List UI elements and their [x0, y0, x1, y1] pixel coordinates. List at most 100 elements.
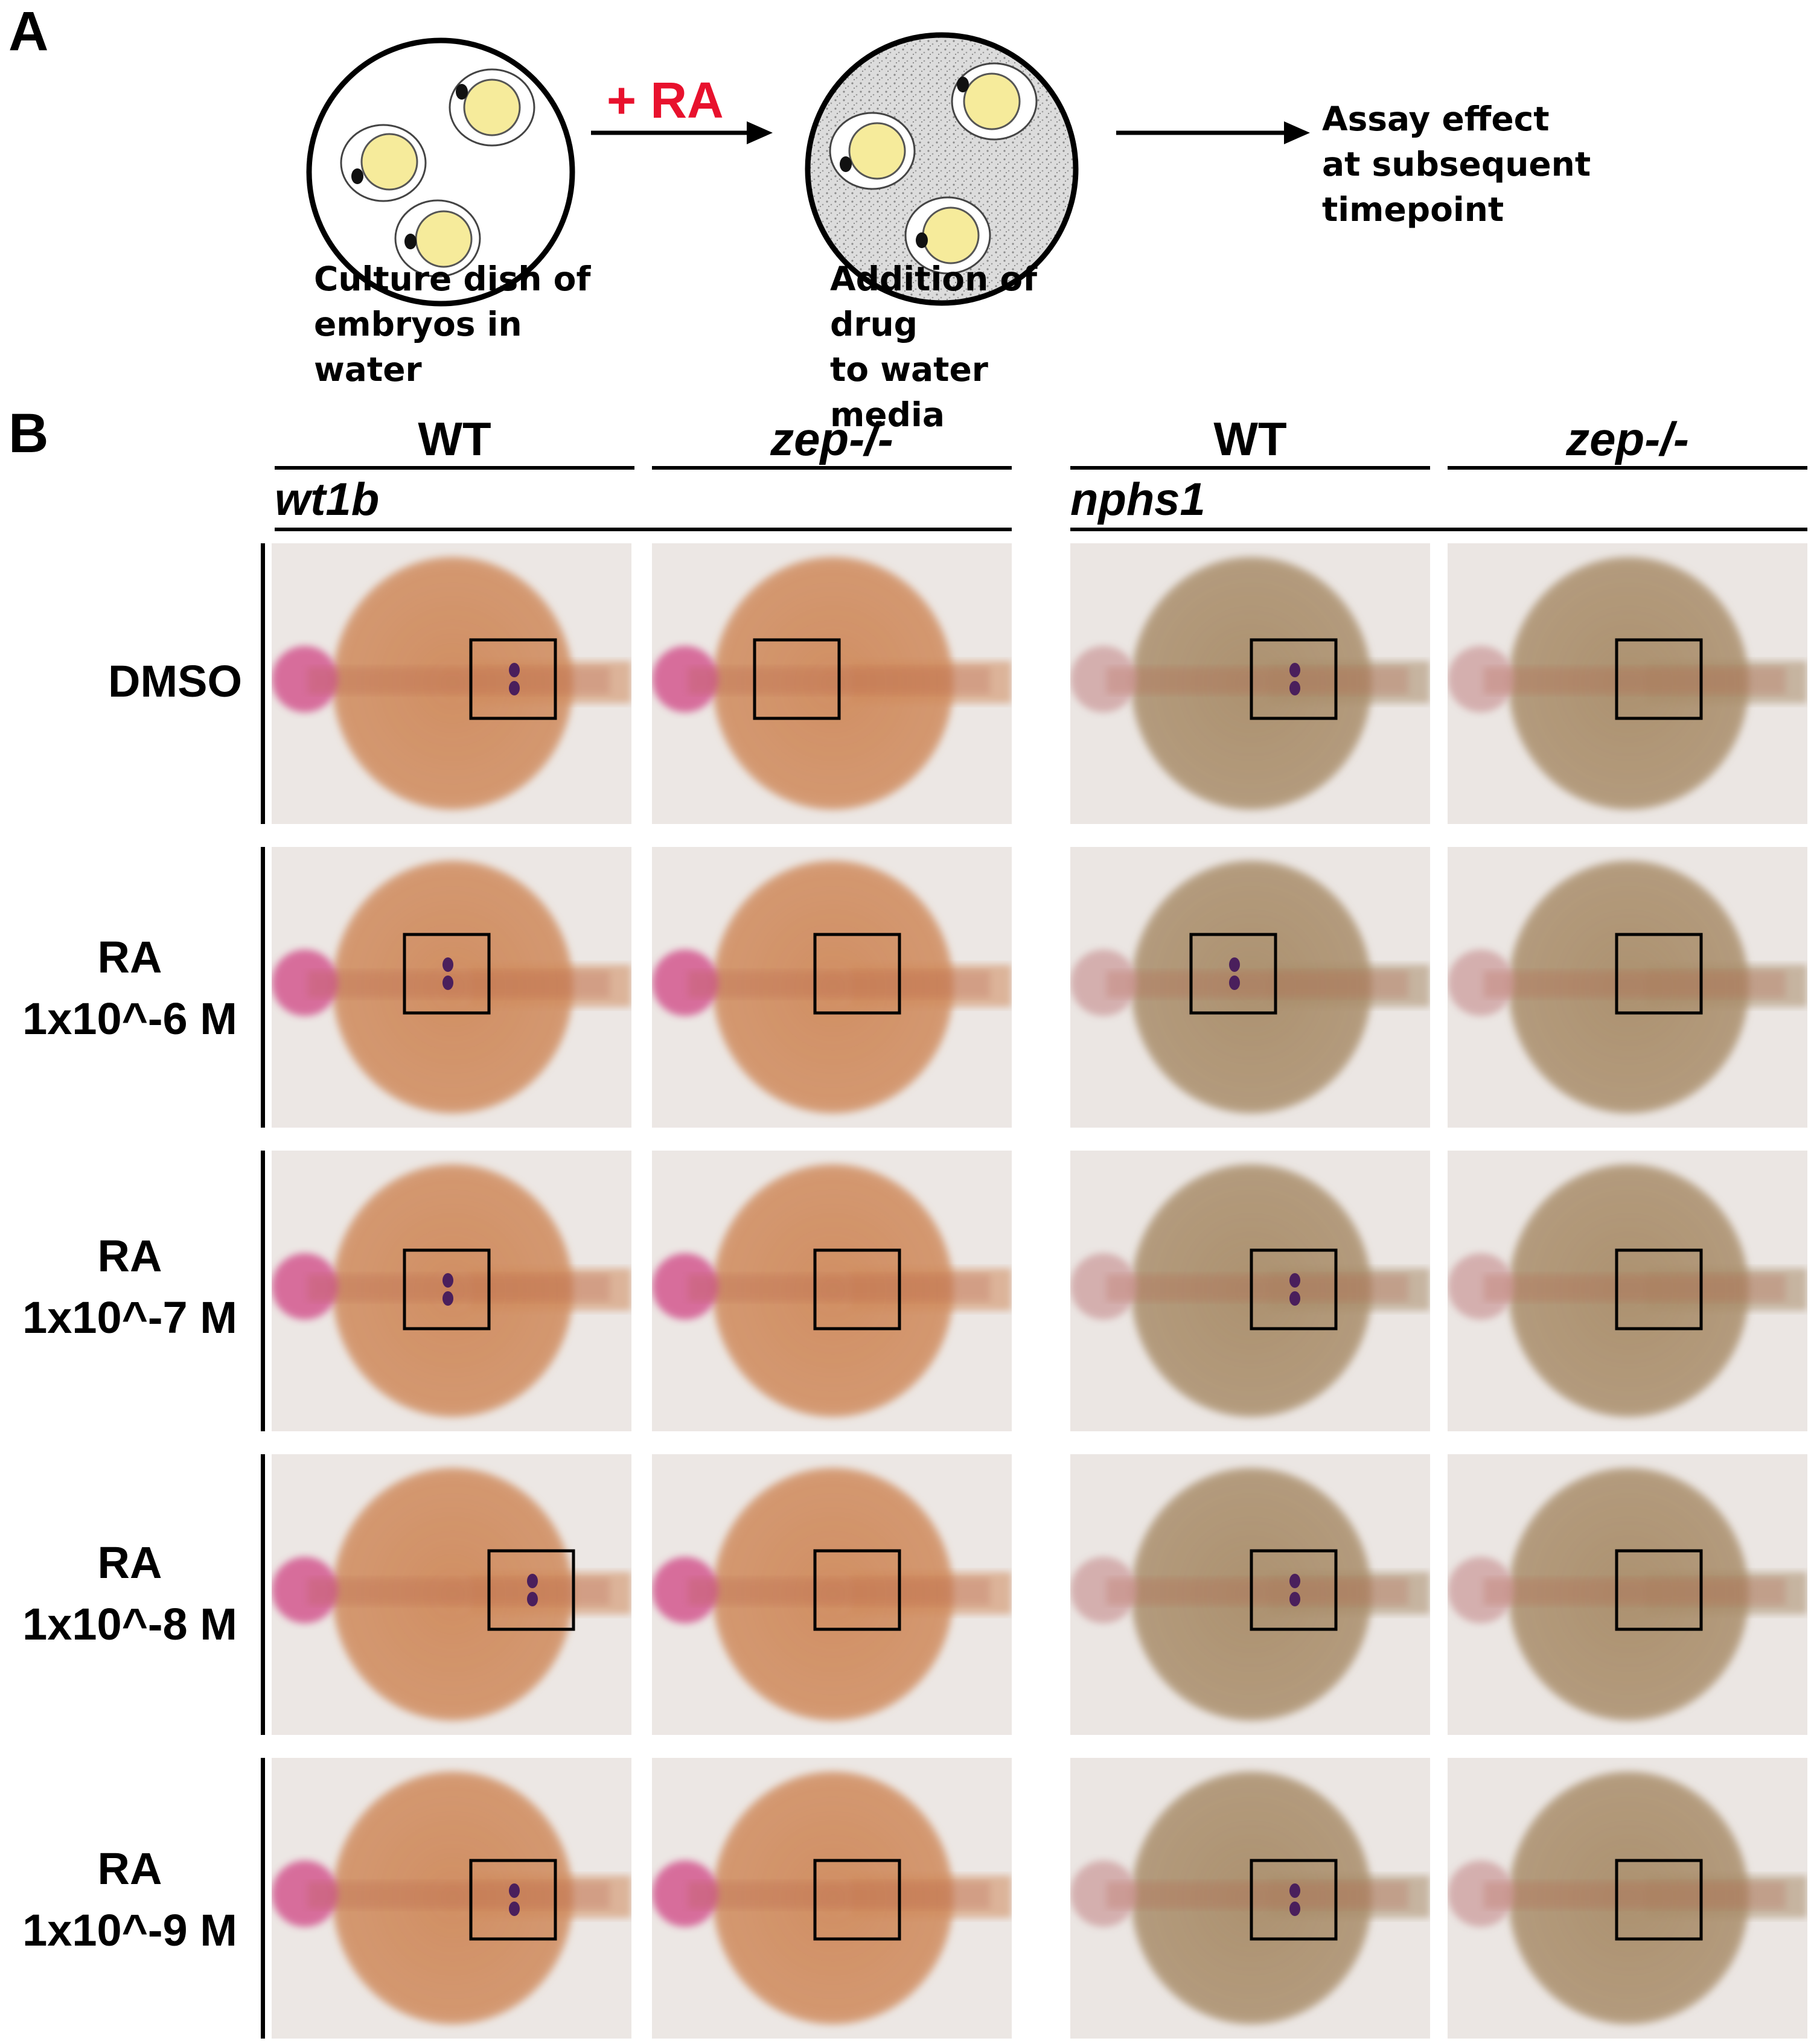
probe-divider	[275, 528, 1012, 531]
region-of-interest-box	[813, 1248, 901, 1330]
region-of-interest-box	[1615, 1859, 1703, 1941]
region-of-interest-box	[1250, 1549, 1338, 1631]
stain-signal	[1289, 1883, 1300, 1916]
stain-signal	[1289, 1574, 1300, 1606]
region-of-interest-box	[1615, 1549, 1703, 1631]
row-label-line: 1x10^-7 M	[22, 1292, 237, 1343]
region-of-interest-box	[813, 1859, 901, 1941]
row-label-ra-1e-8: RA 1x10^-8 M	[3, 1532, 257, 1655]
column-header-wt: WT	[1213, 412, 1287, 465]
column-header-zep: zep-/-	[1566, 412, 1689, 465]
row-label-ra-1e-9: RA 1x10^-9 M	[3, 1838, 257, 1961]
embryo-icon	[904, 196, 991, 275]
row-label-line: 1x10^-9 M	[22, 1905, 237, 1955]
culture-dish-illustration	[306, 37, 575, 307]
embryo-micrograph	[652, 543, 1012, 824]
row-bar	[261, 543, 265, 824]
row-label-ra-1e-6: RA 1x10^-6 M	[3, 927, 257, 1050]
caption-line: Culture dish of	[314, 260, 591, 298]
region-of-interest-box	[753, 638, 841, 720]
embryo-micrograph	[272, 1151, 631, 1431]
column-header-wt: WT	[418, 412, 491, 465]
embryo-micrograph	[1448, 543, 1807, 824]
row-bar	[261, 1151, 265, 1431]
embryo-icon	[951, 62, 1038, 141]
embryo-icon	[449, 68, 535, 147]
stain-signal	[442, 957, 453, 990]
row-bar	[261, 847, 265, 1128]
embryo-micrograph	[272, 1454, 631, 1735]
region-of-interest-box	[1250, 638, 1338, 720]
region-of-interest-box	[1615, 638, 1703, 720]
dish2-caption: Addition of drug to water media	[830, 257, 1114, 438]
region-of-interest-box	[403, 933, 491, 1015]
region-of-interest-box	[1250, 1248, 1338, 1330]
region-of-interest-box	[469, 638, 557, 720]
header-divider	[652, 466, 1012, 470]
row-label-dmso: DMSO	[94, 651, 257, 712]
row-label-line: RA	[97, 932, 162, 982]
region-of-interest-box	[403, 1248, 491, 1330]
embryo-icon	[394, 199, 481, 278]
stain-signal	[509, 1883, 520, 1916]
caption-line: embryos in water	[314, 305, 522, 389]
region-of-interest-box	[813, 1549, 901, 1631]
region-of-interest-box	[469, 1859, 557, 1941]
embryo-micrograph	[652, 847, 1012, 1128]
embryo-micrograph	[1070, 543, 1430, 824]
stain-signal	[1229, 957, 1240, 990]
row-label-line: RA	[97, 1231, 162, 1281]
caption-line: Assay effect	[1322, 100, 1550, 138]
probe-divider	[1070, 528, 1807, 531]
probe-label-nphs1: nphs1	[1070, 474, 1206, 525]
assay-caption: Assay effect at subsequent timepoint	[1322, 97, 1636, 232]
row-label-line: RA	[97, 1844, 162, 1894]
embryo-micrograph	[1070, 1758, 1430, 2039]
embryo-micrograph	[652, 1151, 1012, 1431]
stain-signal	[527, 1574, 538, 1606]
panel-a-label: A	[8, 1, 49, 62]
embryo-micrograph	[1448, 1151, 1807, 1431]
stain-signal	[509, 663, 520, 695]
treated-dish-illustration	[805, 32, 1079, 306]
row-label-line: RA	[97, 1538, 162, 1588]
stain-signal	[442, 1273, 453, 1306]
row-label-line: 1x10^-8 M	[22, 1599, 237, 1649]
region-of-interest-box	[1250, 1859, 1338, 1941]
region-of-interest-box	[487, 1549, 575, 1631]
embryo-micrograph	[1070, 1151, 1430, 1431]
embryo-micrograph	[1448, 847, 1807, 1128]
caption-line: to water media	[830, 350, 988, 434]
header-divider	[1448, 466, 1807, 470]
row-bar	[261, 1758, 265, 2039]
treatment-label: + RA	[607, 72, 724, 129]
header-divider	[1070, 466, 1430, 470]
panel-b-label: B	[8, 403, 49, 464]
row-label-line: DMSO	[108, 656, 242, 706]
region-of-interest-box	[1615, 933, 1703, 1015]
region-of-interest-box	[813, 933, 901, 1015]
dish1-caption: Culture dish of embryos in water	[314, 257, 598, 392]
region-of-interest-box	[1189, 933, 1277, 1015]
embryo-micrograph	[272, 543, 631, 824]
row-label-ra-1e-7: RA 1x10^-7 M	[3, 1225, 257, 1349]
treatment-arrow	[591, 121, 773, 144]
embryo-micrograph	[272, 847, 631, 1128]
row-bar	[261, 1454, 265, 1735]
probe-label-wt1b: wt1b	[275, 474, 380, 525]
embryo-icon	[340, 124, 427, 202]
embryo-micrograph	[1070, 1454, 1430, 1735]
region-of-interest-box	[1615, 1248, 1703, 1330]
embryo-micrograph	[272, 1758, 631, 2039]
caption-line: at subsequent	[1322, 145, 1591, 184]
embryo-micrograph	[652, 1454, 1012, 1735]
assay-arrow	[1116, 121, 1310, 144]
row-label-line: 1x10^-6 M	[22, 994, 237, 1044]
embryo-micrograph	[1070, 847, 1430, 1128]
embryo-micrograph	[652, 1758, 1012, 2039]
embryo-micrograph	[1448, 1758, 1807, 2039]
header-divider	[275, 466, 634, 470]
column-header-zep: zep-/-	[770, 412, 893, 465]
caption-line: timepoint	[1322, 190, 1504, 229]
caption-line: Addition of drug	[830, 260, 1038, 343]
